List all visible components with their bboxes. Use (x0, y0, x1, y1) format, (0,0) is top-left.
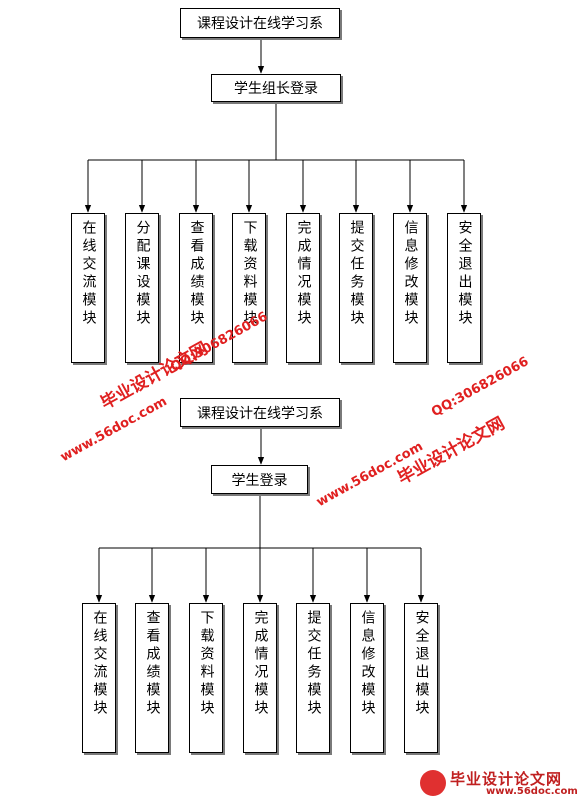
tree1-root-label: 课程设计在线学习系 (197, 16, 323, 32)
module-label: 提交任务模块 (348, 220, 365, 328)
module-label: 在线交流模块 (80, 220, 97, 328)
tree2-login-box: 学生登录 (211, 465, 308, 494)
site-logo: 毕业设计论文网 www.56doc.com (420, 768, 578, 798)
tree1-module-view-grades: 查看成绩模块 (179, 213, 213, 363)
module-label: 查看成绩模块 (144, 610, 161, 718)
tree2-module-logout: 安全退出模块 (404, 603, 438, 753)
tree1-module-submit: 提交任务模块 (339, 213, 373, 363)
tree1-module-edit-info: 信息修改模块 (393, 213, 427, 363)
tree2-login-label: 学生登录 (231, 472, 288, 489)
module-label: 信息修改模块 (402, 220, 419, 328)
module-label: 分配课设模块 (134, 220, 151, 328)
tree1-module-download: 下载资料模块 (232, 213, 266, 363)
tree2-root-box: 课程设计在线学习系 (180, 398, 340, 427)
tree1-root-box: 课程设计在线学习系 (180, 8, 340, 38)
module-label: 信息修改模块 (359, 610, 376, 718)
tree2-module-progress: 完成情况模块 (243, 603, 277, 753)
logo-title: 毕业设计论文网 (450, 770, 563, 788)
logo-url: www.56doc.com (486, 786, 578, 797)
module-label: 在线交流模块 (91, 610, 108, 718)
tree1-module-logout: 安全退出模块 (447, 213, 481, 363)
module-label: 下载资料模块 (198, 610, 215, 718)
tree2-module-submit: 提交任务模块 (296, 603, 330, 753)
module-label: 查看成绩模块 (188, 220, 205, 328)
module-label: 安全退出模块 (456, 220, 473, 328)
tree2-module-edit-info: 信息修改模块 (350, 603, 384, 753)
module-label: 完成情况模块 (252, 610, 269, 718)
tree2-module-online-chat: 在线交流模块 (82, 603, 116, 753)
tree1-login-label: 学生组长登录 (234, 81, 318, 97)
tree1-module-progress: 完成情况模块 (286, 213, 320, 363)
tree2-root-label: 课程设计在线学习系 (197, 405, 323, 422)
module-label: 提交任务模块 (305, 610, 322, 718)
module-label: 完成情况模块 (295, 220, 312, 328)
tree1-login-box: 学生组长登录 (211, 74, 341, 102)
logo-icon (420, 770, 446, 796)
module-label: 下载资料模块 (241, 220, 258, 328)
tree2-module-download: 下载资料模块 (189, 603, 223, 753)
tree1-module-online-chat: 在线交流模块 (71, 213, 105, 363)
tree1-module-assign-design: 分配课设模块 (125, 213, 159, 363)
tree2-module-view-grades: 查看成绩模块 (135, 603, 169, 753)
module-label: 安全退出模块 (413, 610, 430, 718)
